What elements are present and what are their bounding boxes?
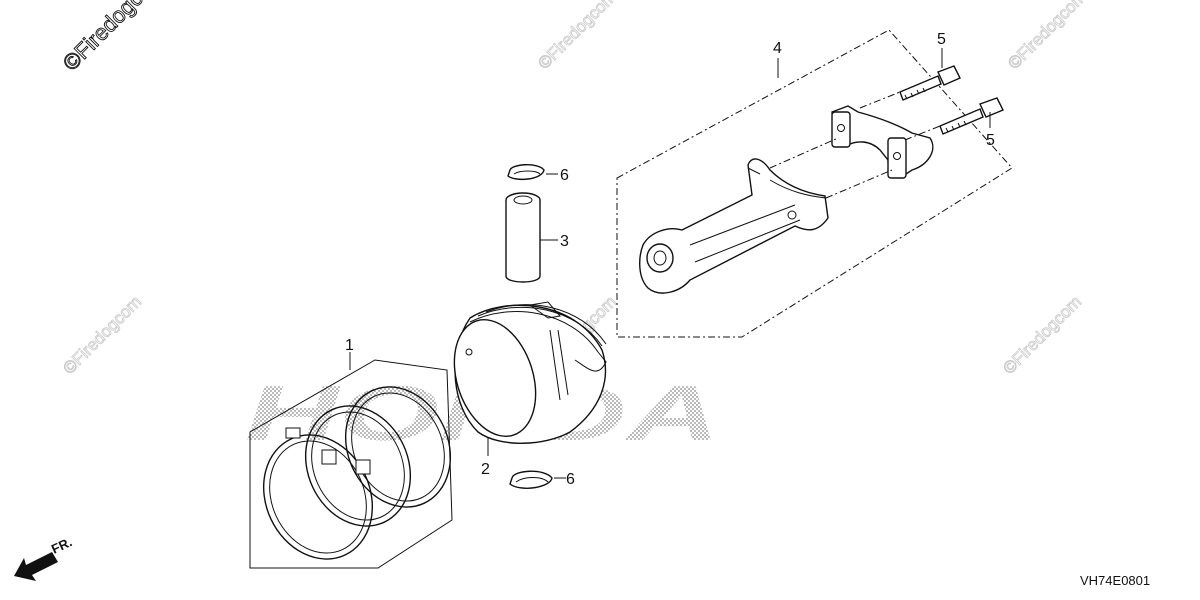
rod-bolt-lower: [904, 97, 1004, 141]
piston-pin-clip-upper: [507, 164, 558, 181]
callout-connecting-rod: 4: [773, 40, 782, 57]
watermark-middle-right: ©Firedogcom: [999, 292, 1086, 379]
oil-ring: [344, 386, 452, 508]
watermark-top-center: ©Firedogcom: [534, 0, 621, 73]
watermark-top-right: ©Firedogcom: [1004, 0, 1091, 73]
rod-bolt-upper: [859, 65, 961, 109]
diagram-code: VH74E0801: [1080, 573, 1150, 588]
cap-boss-right: [887, 137, 907, 179]
top-ring: [262, 427, 374, 560]
piston-ring-set: [249, 352, 453, 569]
front-arrow-icon: [14, 552, 58, 581]
rod-small-end-bore: [646, 243, 674, 273]
callout-piston: 2: [481, 461, 490, 478]
watermark-middle-left: ©Firedogcom: [59, 292, 146, 379]
svg-text:©Firedogcom: ©Firedogcom: [999, 292, 1085, 378]
piston-pin: [505, 192, 558, 283]
svg-text:©Firedogcom: ©Firedogcom: [534, 0, 620, 73]
cap-boss-left: [831, 111, 851, 148]
connecting-rod-kit-outline: [616, 29, 1013, 338]
front-direction-indicator: FR.: [14, 534, 74, 581]
piston-pin-clip-lower: [509, 470, 566, 489]
svg-text:©Firedogcom: ©Firedogcom: [59, 292, 145, 378]
callout-ring-set: 1: [345, 337, 354, 354]
callout-piston-pin: 3: [560, 233, 569, 250]
ring-set-outline: [249, 359, 453, 569]
callout-rod-bolt-lower: 5: [986, 132, 995, 149]
piston-crown: [453, 319, 537, 437]
callout-clip-lower: 6: [566, 471, 575, 488]
svg-text:©Firedogcom: ©Firedogcom: [1004, 0, 1090, 73]
connecting-rod-assembly: [616, 29, 1013, 338]
svg-text:©Firedogcom: ©Firedogcom: [58, 0, 169, 76]
connecting-rod: [639, 158, 829, 294]
piston: [453, 301, 607, 456]
callout-rod-bolt-upper: 5: [937, 31, 946, 48]
front-direction-label: FR.: [49, 534, 74, 556]
callout-clip-upper: 6: [560, 167, 569, 184]
watermark-top-left: ©Firedogcom: [57, 0, 169, 76]
second-ring: [304, 405, 412, 527]
